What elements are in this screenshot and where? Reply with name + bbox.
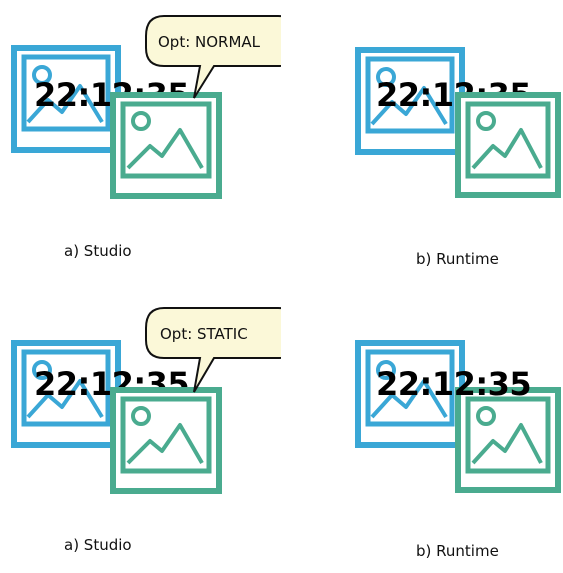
caption-studio: a) Studio — [64, 536, 132, 554]
image-placeholder-icon — [355, 47, 465, 155]
panel-runtime-normal: 22:12:35 — [341, 0, 563, 281]
callout-text: Opt: STATIC — [160, 325, 248, 343]
runtime-normal-scene: 22:12:35 — [355, 47, 561, 198]
image-placeholder-icon — [11, 340, 121, 448]
caption-runtime: b) Runtime — [416, 542, 499, 560]
panel-studio-static: 22:12:35 Opt: STATIC — [0, 292, 297, 573]
studio-normal-scene: 22:12:35 Opt: NORMAL — [11, 15, 297, 199]
callout-text: Opt: NORMAL — [158, 33, 261, 51]
panel-runtime-static: 22:12:35 — [341, 292, 563, 573]
runtime-static-scene: 22:12:35 — [355, 340, 561, 493]
caption-studio: a) Studio — [64, 242, 132, 260]
panel-studio-normal: 22:12:35 Opt: NORMAL — [0, 0, 297, 281]
studio-static-scene: 22:12:35 Opt: STATIC — [11, 307, 297, 494]
image-placeholder-icon — [110, 387, 222, 494]
image-placeholder-icon — [455, 387, 561, 493]
image-placeholder-icon — [11, 45, 121, 153]
image-placeholder-icon — [110, 92, 222, 199]
image-placeholder-icon — [355, 340, 465, 448]
image-placeholder-icon — [455, 92, 561, 198]
caption-runtime: b) Runtime — [416, 250, 499, 268]
clock-text: 22:12:35 — [376, 365, 531, 403]
